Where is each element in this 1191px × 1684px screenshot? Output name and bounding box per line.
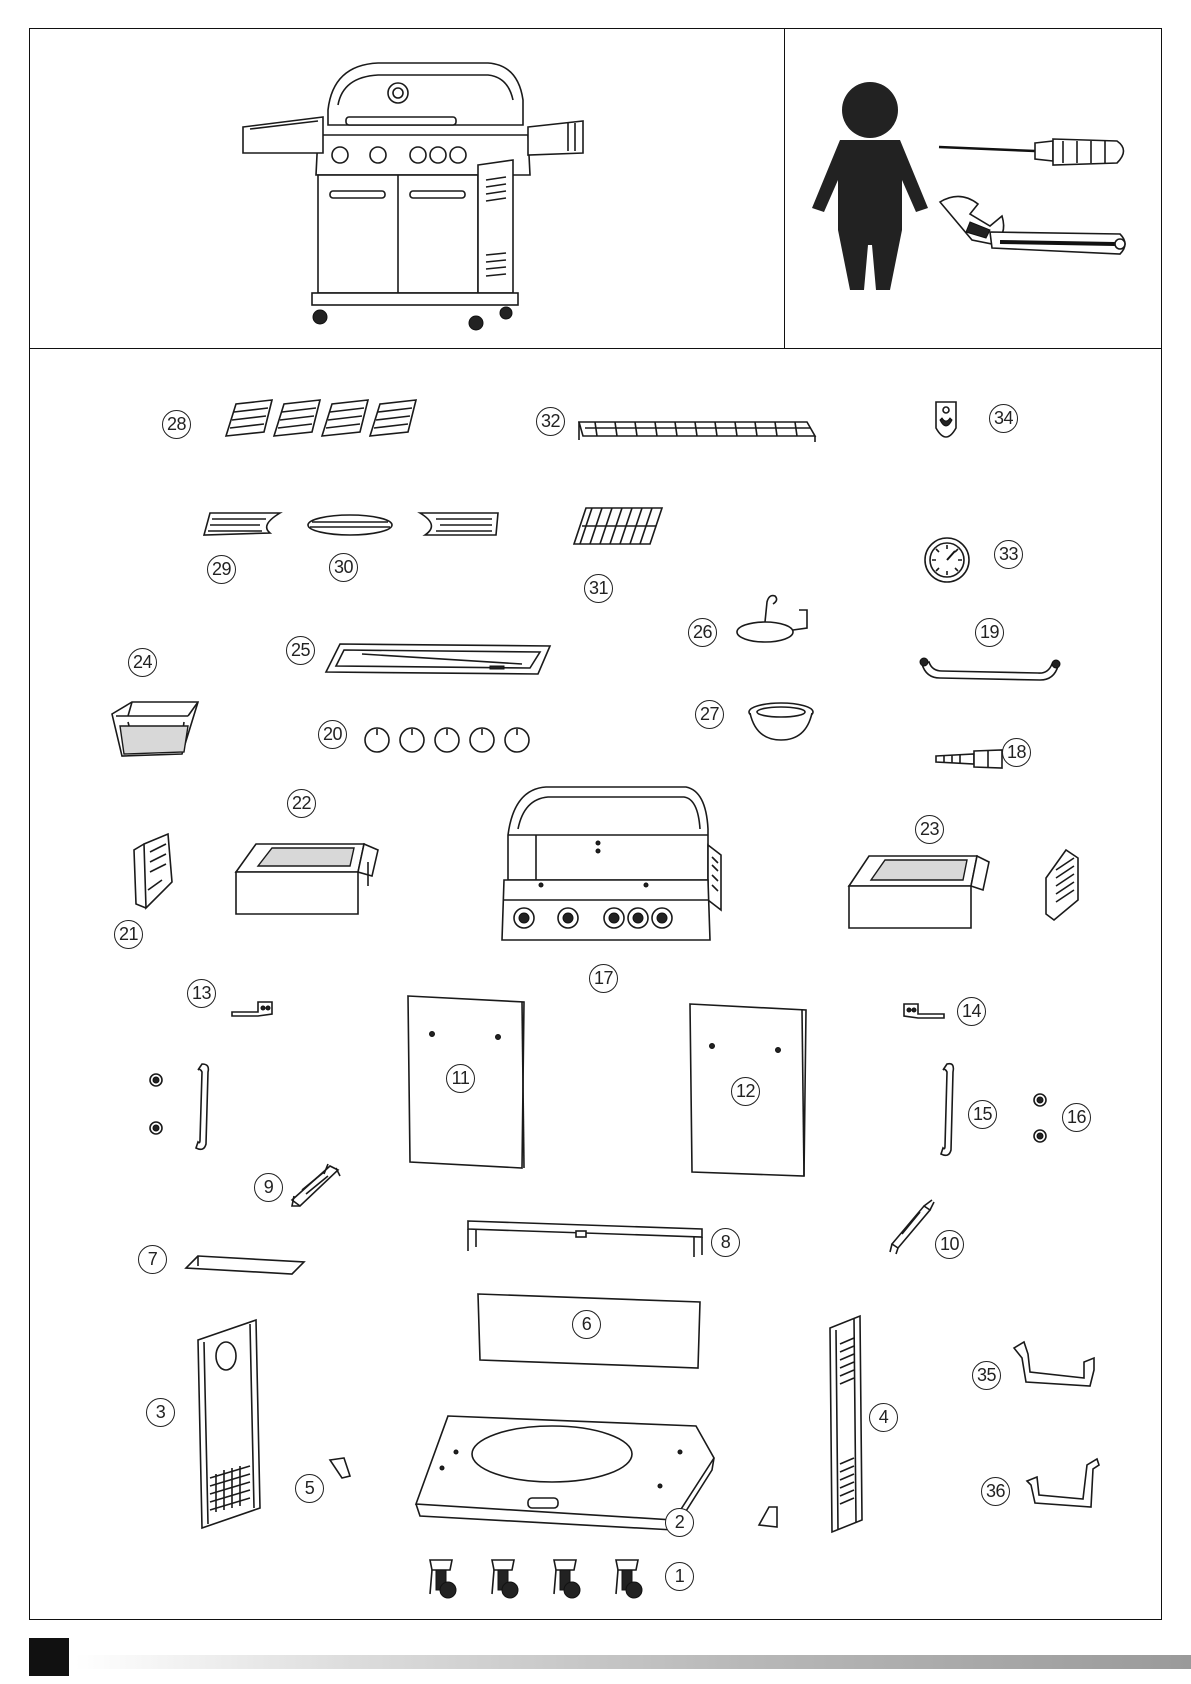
corner-bracket-left-icon bbox=[328, 1456, 352, 1480]
gas-tank-holder-icon bbox=[1025, 1455, 1103, 1510]
left-door-handle-icon bbox=[142, 1060, 222, 1155]
bottle-opener-icon bbox=[928, 398, 964, 448]
part-number: 5 bbox=[295, 1474, 324, 1503]
left-side-panel-icon bbox=[194, 1318, 264, 1528]
grease-cup-icon bbox=[108, 700, 200, 762]
cooking-grate-icon bbox=[570, 502, 665, 552]
part-number: 11 bbox=[446, 1064, 475, 1093]
part-number: 20 bbox=[318, 720, 347, 749]
rear-brace-icon bbox=[460, 1215, 710, 1260]
part-number: 32 bbox=[536, 407, 565, 436]
part-number: 29 bbox=[207, 555, 236, 584]
part-number: 4 bbox=[869, 1403, 898, 1432]
part-number: 30 bbox=[329, 553, 358, 582]
part-number: 35 bbox=[972, 1361, 1001, 1390]
side-table-end-cap-left-icon bbox=[132, 832, 177, 912]
part-number: 1 bbox=[665, 1562, 694, 1591]
nuts-icon bbox=[1030, 1090, 1050, 1150]
casters-icon bbox=[426, 1556, 656, 1604]
grill-head-icon bbox=[496, 785, 721, 950]
person-icon bbox=[810, 80, 930, 295]
part-number: 2 bbox=[665, 1508, 694, 1537]
part-number: 10 bbox=[935, 1230, 964, 1259]
part-number: 27 bbox=[695, 700, 724, 729]
screwdriver-icon bbox=[935, 135, 1135, 170]
thermometer-icon bbox=[922, 535, 972, 585]
assembled-grill-icon bbox=[238, 55, 598, 340]
part-number: 28 bbox=[162, 410, 191, 439]
part-number: 34 bbox=[989, 404, 1018, 433]
part-number: 33 bbox=[994, 540, 1023, 569]
bottom-shelf-plate-icon bbox=[184, 1252, 308, 1276]
door-hinge-right-icon bbox=[900, 1000, 948, 1022]
gas-tank-bracket-icon bbox=[1010, 1338, 1100, 1396]
part-number: 15 bbox=[968, 1100, 997, 1129]
hood-handle-icon bbox=[912, 650, 1067, 690]
grease-tray-icon bbox=[322, 640, 552, 680]
part-number: 36 bbox=[981, 1477, 1010, 1506]
side-table-end-cap-right-icon bbox=[1042, 848, 1082, 923]
cooking-grate-pieces-icon bbox=[200, 505, 505, 545]
part-number: 22 bbox=[287, 789, 316, 818]
part-number: 19 bbox=[975, 618, 1004, 647]
part-number: 3 bbox=[146, 1398, 175, 1427]
part-number: 12 bbox=[731, 1077, 760, 1106]
footer-gradient-bar bbox=[75, 1655, 1191, 1669]
right-side-panel-icon bbox=[826, 1314, 866, 1536]
left-cross-bracket-icon bbox=[288, 1160, 344, 1208]
part-number: 25 bbox=[286, 636, 315, 665]
corner-bracket-right-icon bbox=[755, 1505, 779, 1529]
left-side-table-icon bbox=[232, 836, 382, 916]
header-divider bbox=[784, 28, 785, 348]
right-cross-bracket-icon bbox=[888, 1196, 938, 1254]
gas-fitting-icon bbox=[934, 748, 1006, 770]
part-number: 23 bbox=[915, 815, 944, 844]
section-divider bbox=[29, 348, 1162, 349]
part-number: 14 bbox=[957, 997, 986, 1026]
page-corner-block bbox=[29, 1638, 69, 1676]
part-number: 6 bbox=[572, 1310, 601, 1339]
part-number: 13 bbox=[187, 979, 216, 1008]
right-side-table-icon bbox=[845, 850, 995, 930]
part-number: 8 bbox=[711, 1228, 740, 1257]
part-number: 17 bbox=[589, 964, 618, 993]
part-number: 24 bbox=[128, 648, 157, 677]
part-number: 9 bbox=[254, 1173, 283, 1202]
adjustable-wrench-icon bbox=[930, 192, 1135, 272]
control-knobs-icon bbox=[362, 723, 532, 757]
right-door-handle-icon bbox=[935, 1060, 965, 1160]
warming-rack-icon bbox=[575, 412, 820, 444]
door-hinge-left-icon bbox=[228, 998, 276, 1020]
part-number: 31 bbox=[584, 574, 613, 603]
side-burner-bowl-icon bbox=[746, 700, 816, 745]
part-number: 26 bbox=[688, 618, 717, 647]
part-number: 18 bbox=[1002, 738, 1031, 767]
heat-tents-icon bbox=[222, 398, 432, 443]
basket-hanger-icon bbox=[735, 590, 815, 650]
part-number: 16 bbox=[1062, 1103, 1091, 1132]
part-number: 21 bbox=[114, 920, 143, 949]
part-number: 7 bbox=[138, 1245, 167, 1274]
